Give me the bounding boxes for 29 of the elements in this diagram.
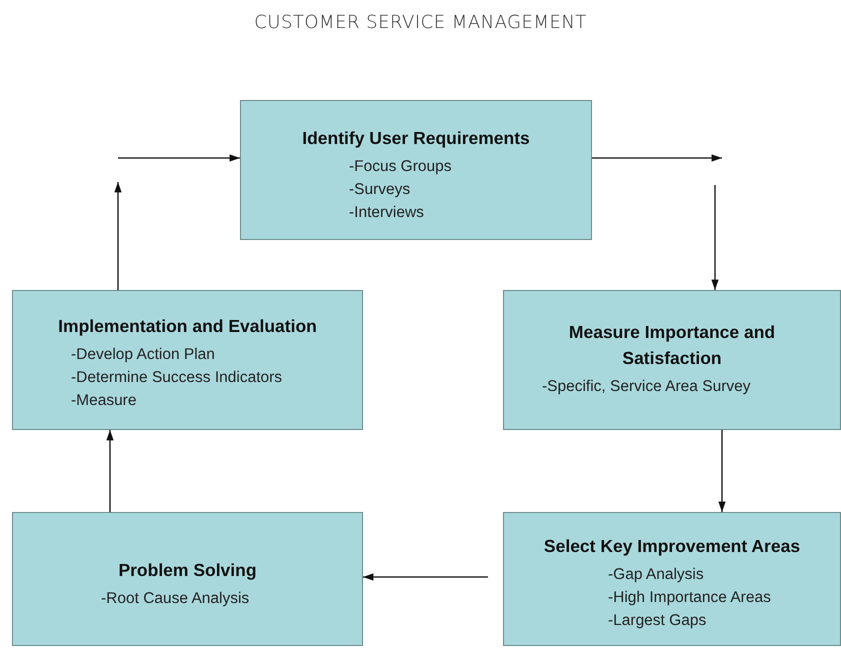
bullet-item: -Surveys [349,180,410,200]
box-heading: Select Key Improvement Areas [542,535,802,558]
box-heading: Measure Importance and Satisfaction [568,321,776,370]
bullet-item: -Measure [71,391,136,411]
bullet-item: -High Importance Areas [608,588,771,608]
box-heading: Implementation and Evaluation [57,315,318,338]
arrow [114,182,122,290]
arrow [592,154,722,162]
arrow [363,573,488,581]
box-heading: Problem Solving [117,559,258,582]
process-box [503,512,841,646]
arrow [711,185,719,290]
bullet-item: -Root Cause Analysis [101,589,250,609]
process-box [12,290,363,430]
bullet-item: -Interviews [349,203,424,223]
process-box [503,290,841,430]
arrow [118,154,240,162]
process-box [12,512,363,646]
process-box [240,100,592,240]
bullet-item: -Gap Analysis [608,565,704,585]
bullet-item: -Specific, Service Area Survey [542,377,750,397]
bullet-item: -Determine Success Indicators [71,368,282,388]
arrow [718,430,726,512]
bullet-item: -Focus Groups [349,157,452,177]
bullet-item: -Largest Gaps [608,611,706,631]
arrow [106,430,114,512]
bullet-item: -Develop Action Plan [71,345,215,365]
box-heading: Identify User Requirements [301,127,531,150]
diagram-title: CUSTOMER SERVICE MANAGEMENT [253,12,588,33]
